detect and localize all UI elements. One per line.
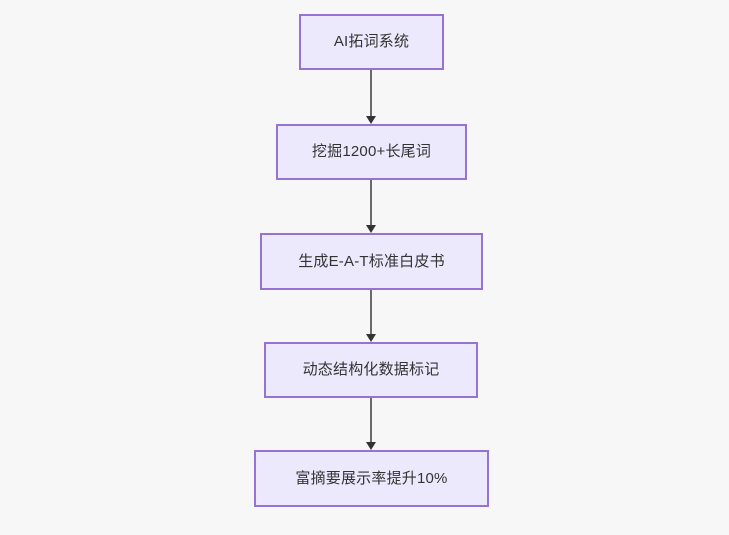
connector-node2-to-node3: [366, 180, 376, 233]
arrowhead-icon: [366, 442, 376, 450]
connector-node4-to-node5: [366, 398, 376, 450]
flow-node-ai-keyword-system[interactable]: AI拓词系统: [299, 14, 444, 70]
flow-node-label: 挖掘1200+长尾词: [311, 143, 432, 160]
arrowhead-icon: [366, 225, 376, 233]
arrowhead-icon: [366, 334, 376, 342]
flow-node-mine-longtail-keywords[interactable]: 挖掘1200+长尾词: [276, 124, 467, 180]
flow-node-generate-eat-whitepaper[interactable]: 生成E-A-T标准白皮书: [260, 233, 483, 290]
connector-line: [370, 398, 372, 443]
connector-node3-to-node4: [366, 290, 376, 342]
connector-node1-to-node2: [366, 70, 376, 124]
connector-line: [370, 290, 372, 335]
connector-line: [370, 70, 372, 117]
flow-node-label: 富摘要展示率提升10%: [295, 469, 448, 487]
flow-node-dynamic-structured-data-markup[interactable]: 动态结构化数据标记: [264, 342, 478, 398]
arrowhead-icon: [366, 116, 376, 124]
flow-node-label: AI拓词系统: [333, 33, 410, 50]
flow-node-label: 动态结构化数据标记: [302, 361, 440, 378]
flow-node-label: 生成E-A-T标准白皮书: [298, 252, 445, 270]
connector-line: [370, 180, 372, 226]
flow-node-rich-snippet-rate-increase[interactable]: 富摘要展示率提升10%: [254, 450, 489, 507]
